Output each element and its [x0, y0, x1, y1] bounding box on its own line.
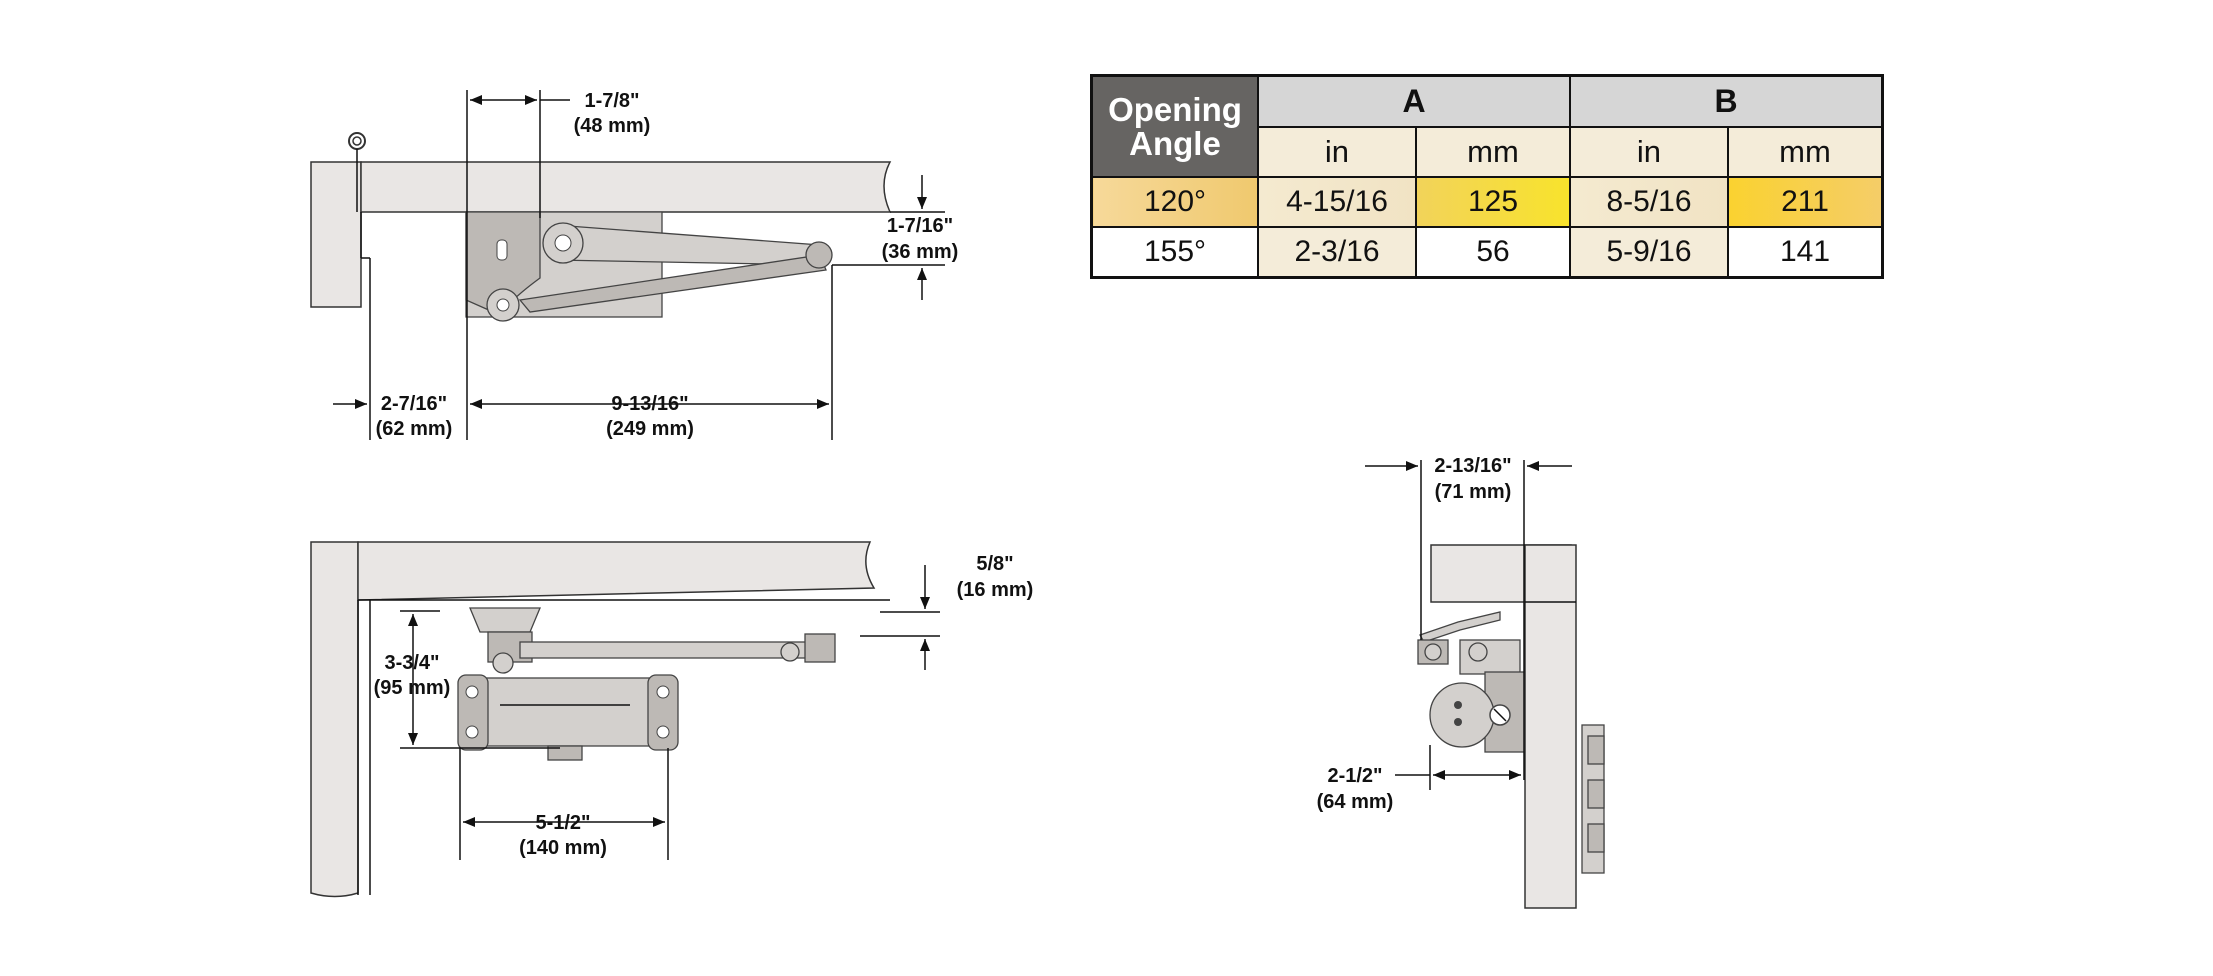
dim-depth-in: 2-1/2"	[1327, 765, 1382, 787]
dim-span-in: 9-13/16"	[611, 393, 688, 415]
dim-height-in: 3-3/4"	[384, 652, 439, 674]
unit-header: mm	[1727, 126, 1884, 178]
dim-width-mm: (140 mm)	[519, 837, 607, 859]
unit-header: in	[1569, 126, 1729, 178]
dim-height-mm: (95 mm)	[374, 677, 451, 699]
dim-width-in: 5-1/2"	[535, 812, 590, 834]
unit-header: in	[1257, 126, 1417, 178]
top-view: 1-7/8" (48 mm) 1-7/16" (36 mm) 2-7/16" (…	[310, 90, 959, 440]
forearm	[518, 254, 827, 313]
closer-end-cap	[1429, 682, 1495, 748]
dim-arm-in: 1-7/16"	[887, 215, 953, 237]
table-row: 155° 2-3/16 56 5-9/16 141	[1090, 226, 1884, 279]
dim-depth-mm: (64 mm)	[1317, 791, 1394, 813]
dim-drop-mm: (16 mm)	[957, 579, 1034, 601]
a-in-cell: 4-15/16	[1257, 176, 1417, 228]
b-in-cell: 8-5/16	[1569, 176, 1729, 228]
door-slab	[360, 161, 892, 213]
a-in-cell: 2-3/16	[1257, 226, 1417, 279]
jamb-section	[1524, 544, 1577, 909]
dim-span-mm: (249 mm)	[606, 418, 694, 440]
unit-header: mm	[1415, 126, 1571, 178]
group-a-header: A	[1257, 74, 1571, 128]
front-view: 5/8" (16 mm) 3-3/4" (95 mm) 5-1/2" (140 …	[310, 541, 1034, 898]
frame-jamb	[310, 161, 362, 308]
dim-drop-in: 5/8"	[976, 553, 1013, 575]
main-arm	[554, 224, 823, 266]
dim-arm-mm: (36 mm)	[882, 241, 959, 263]
head-frame	[357, 541, 876, 601]
b-in-cell: 5-9/16	[1569, 226, 1729, 279]
angle-cell: 155°	[1090, 226, 1259, 279]
dim-offset-in: 1-7/8"	[584, 90, 639, 112]
b-mm-cell: 141	[1727, 226, 1884, 279]
a-mm-cell: 125	[1415, 176, 1571, 228]
table-row: 120° 4-15/16 125 8-5/16 211	[1090, 176, 1884, 228]
dim-top-in: 2-13/16"	[1434, 455, 1511, 477]
dim-left-mm: (62 mm)	[376, 418, 453, 440]
b-mm-cell: 211	[1727, 176, 1884, 228]
front-arm	[519, 641, 811, 659]
dim-top-mm: (71 mm)	[1435, 481, 1512, 503]
a-mm-cell: 56	[1415, 226, 1571, 279]
frame-side	[310, 541, 359, 898]
group-b-header: B	[1569, 74, 1884, 128]
dim-left-in: 2-7/16"	[381, 393, 447, 415]
closer-body-front	[469, 677, 667, 747]
angle-cell: 120°	[1090, 176, 1259, 228]
dim-offset-mm: (48 mm)	[574, 115, 651, 137]
side-view: 2-13/16" (71 mm) 2-1/2" (64 mm)	[1317, 455, 1605, 909]
